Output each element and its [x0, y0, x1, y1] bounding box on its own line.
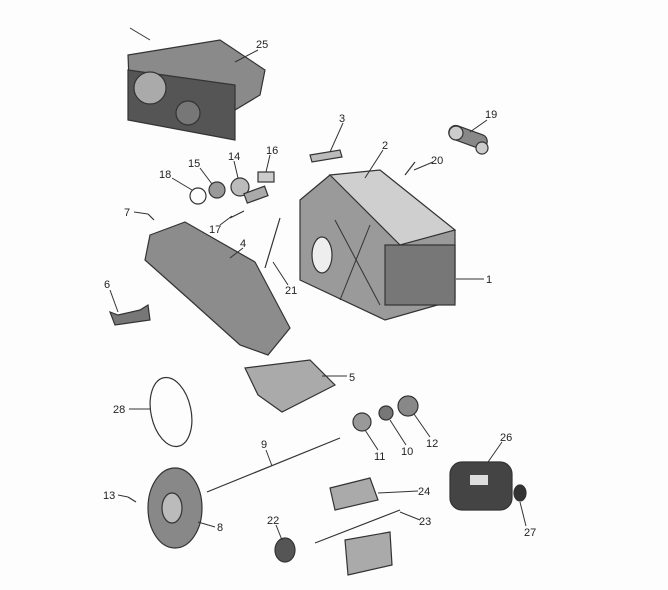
label-22: 22	[267, 515, 279, 527]
label-28: 28	[113, 404, 125, 416]
paddle-upper	[329, 477, 379, 511]
large-pulley	[147, 467, 203, 549]
leader-lines	[109, 49, 527, 541]
callout-labels: 1 2 3 4 5 6 7 8 9 10 11 12 13 14 15 16 1…	[103, 39, 536, 539]
label-25: 25	[256, 39, 268, 51]
pulley-small	[397, 395, 419, 417]
shaft	[206, 437, 341, 493]
belt	[149, 376, 193, 448]
label-13: 13	[103, 490, 115, 502]
label-23: 23	[419, 516, 431, 528]
label-8: 8	[217, 522, 223, 534]
bracket	[108, 303, 151, 326]
label-2: 2	[382, 140, 388, 152]
label-24: 24	[418, 486, 430, 498]
bearing-housing	[230, 177, 269, 204]
label-6: 6	[104, 279, 110, 291]
label-11: 11	[374, 451, 385, 463]
bolt	[229, 210, 245, 219]
main-frame	[299, 169, 457, 321]
label-16: 16	[266, 145, 278, 157]
bushing	[257, 171, 275, 183]
label-10: 10	[401, 446, 413, 458]
label-17: 17	[209, 224, 221, 236]
coupling	[274, 537, 296, 563]
label-15: 15	[188, 158, 200, 170]
label-1: 1	[486, 274, 492, 286]
screw	[147, 213, 155, 221]
hood	[144, 221, 291, 356]
small-bolt	[127, 496, 137, 503]
chute	[244, 359, 337, 413]
label-26: 26	[500, 432, 512, 444]
rotor-shaft	[314, 509, 401, 544]
circlip	[189, 187, 207, 205]
pin	[404, 161, 416, 176]
label-12: 12	[426, 438, 438, 450]
label-5: 5	[349, 372, 355, 384]
paddle-lower	[344, 531, 393, 576]
tension-arm	[448, 124, 489, 155]
bearing	[208, 181, 226, 199]
bearing-small	[352, 412, 372, 432]
plate	[309, 149, 343, 163]
washer	[378, 405, 394, 421]
label-20: 20	[431, 155, 443, 167]
label-7: 7	[124, 207, 130, 219]
bar	[264, 217, 281, 269]
label-18: 18	[159, 169, 171, 181]
label-27: 27	[524, 527, 536, 539]
label-21: 21	[285, 285, 297, 297]
label-3: 3	[339, 113, 345, 125]
assembled-machine	[127, 27, 266, 141]
label-19: 19	[485, 109, 497, 121]
label-4: 4	[240, 238, 246, 250]
label-14: 14	[228, 151, 240, 163]
label-9: 9	[261, 439, 267, 451]
motor	[449, 461, 527, 511]
